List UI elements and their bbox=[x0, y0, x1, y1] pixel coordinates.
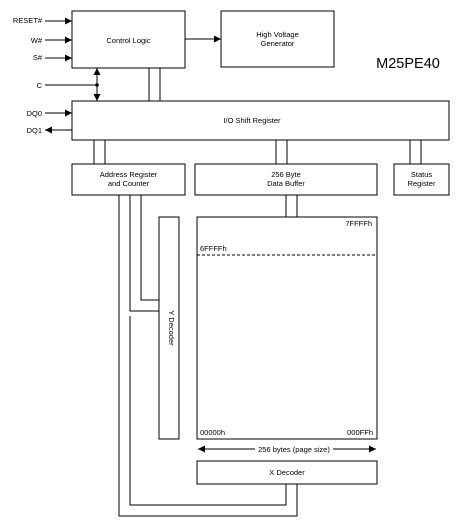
signal-w-label: W# bbox=[31, 36, 43, 45]
address-register-label-line1: Address Register bbox=[100, 170, 158, 179]
signal-dq0-label: DQ0 bbox=[27, 109, 42, 118]
status-register-label-line2: Register bbox=[408, 179, 436, 188]
signal-reset-label: RESET# bbox=[13, 16, 43, 25]
data-buffer-label-line1: 256 Byte bbox=[271, 170, 301, 179]
control-logic-block bbox=[71, 10, 186, 69]
signal-c-label: C bbox=[37, 81, 43, 90]
page-size-label: 256 bytes (page size) bbox=[258, 445, 330, 454]
control-logic-label: Control Logic bbox=[106, 36, 150, 45]
signal-dq1-label: DQ1 bbox=[27, 126, 42, 135]
data-buffer-block bbox=[194, 163, 378, 196]
memory-page-address: 6FFFFh bbox=[200, 244, 227, 253]
chip-title: M25PE40 bbox=[376, 56, 440, 72]
memory-top-address: 7FFFFh bbox=[345, 219, 372, 228]
address-register-block bbox=[71, 163, 186, 196]
signal-s-label: S# bbox=[33, 53, 43, 62]
status-register-block bbox=[393, 163, 450, 196]
hv-generator-label-line2: Generator bbox=[261, 39, 295, 48]
y-decoder-block bbox=[158, 216, 180, 440]
high-voltage-generator-block bbox=[220, 10, 335, 68]
address-ydecoder-bus-outer bbox=[129, 195, 159, 312]
y-decoder-label: Y Decoder bbox=[167, 310, 176, 346]
io-shift-register-label: I/O Shift Register bbox=[223, 116, 281, 125]
address-ydecoder-bus-inner bbox=[140, 195, 159, 301]
io-shift-register-block bbox=[71, 100, 450, 141]
x-decoder-label: X Decoder bbox=[269, 468, 305, 477]
hv-generator-label-line1: High Voltage bbox=[256, 30, 299, 39]
memory-bottom-right-address: 000FFh bbox=[347, 428, 373, 437]
x-decoder-block bbox=[196, 460, 378, 485]
memory-bottom-left-address: 00000h bbox=[200, 428, 225, 437]
address-xdecoder-bus-outer bbox=[118, 195, 298, 517]
memory-array bbox=[196, 216, 378, 440]
status-register-label-line1: Status bbox=[411, 170, 433, 179]
address-xdecoder-bus-inner bbox=[129, 316, 287, 506]
data-buffer-label-line2: Data Buffer bbox=[267, 179, 305, 188]
address-register-label-line2: and Counter bbox=[108, 179, 150, 188]
